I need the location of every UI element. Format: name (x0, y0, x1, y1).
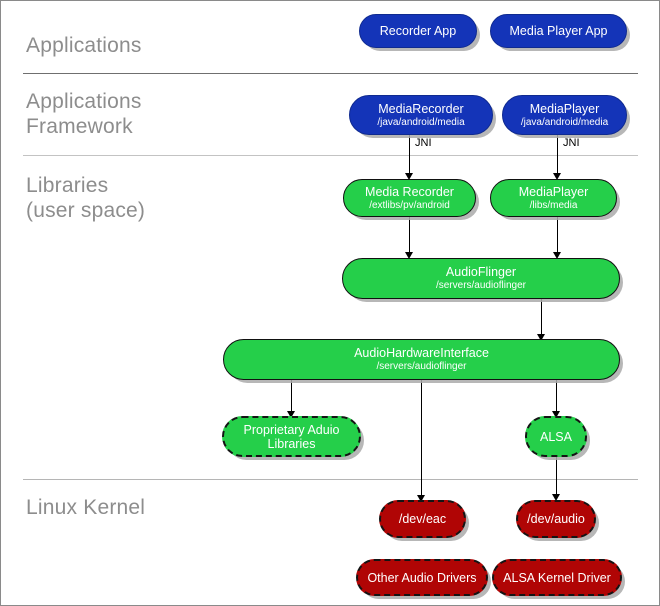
connector-mediaplayer-to-lib (557, 135, 558, 178)
node-title: Proprietary Aduio Libraries (243, 422, 340, 451)
node-title: AudioHardwareInterface (354, 346, 489, 360)
node-title: MediaPlayer (529, 101, 600, 116)
node-title: MediaRecorder (378, 101, 464, 116)
connector-mediaplayerlib-to-audioflinger (557, 217, 558, 257)
node-media-player-app[interactable]: Media Player App (490, 14, 627, 48)
node-audiohardwareinterface[interactable]: AudioHardwareInterface /servers/audiofli… (223, 339, 620, 380)
node-subtitle: /java/android/media (377, 116, 465, 128)
node-alsa[interactable]: ALSA (525, 416, 587, 457)
arrowhead-ahi-to-dev-eac (417, 495, 425, 502)
connector-ahi-to-proprietary (291, 380, 292, 416)
node-mediarecorder-framework[interactable]: MediaRecorder /java/android/media (349, 95, 493, 135)
connector-alsa-to-dev-audio (556, 457, 557, 499)
connector-mediarecorderlib-to-audioflinger (409, 217, 410, 257)
node-title: /dev/audio (527, 512, 585, 526)
divider-applications (23, 73, 638, 74)
node-subtitle: /libs/media (529, 199, 578, 211)
node-subtitle: /servers/audioflinger (435, 280, 527, 291)
node-mediaplayer-framework[interactable]: MediaPlayer /java/android/media (502, 95, 627, 135)
node-title: MediaPlayer (518, 184, 589, 199)
node-other-audio-drivers[interactable]: Other Audio Drivers (356, 559, 488, 596)
node-dev-eac[interactable]: /dev/eac (379, 500, 466, 538)
node-media-recorder-lib[interactable]: Media Recorder /extlibs/pv/android (343, 179, 476, 217)
connector-label-jni-left: JNI (415, 137, 432, 149)
section-label-applications: Applications (26, 34, 142, 57)
divider-kernel (23, 479, 638, 480)
node-title: AudioFlinger (445, 265, 517, 279)
node-dev-audio[interactable]: /dev/audio (516, 500, 596, 538)
node-recorder-app[interactable]: Recorder App (359, 14, 477, 48)
node-audioflinger[interactable]: AudioFlinger /servers/audioflinger (342, 258, 620, 299)
node-subtitle: /servers/audioflinger (376, 361, 467, 372)
node-proprietary-audio-libraries[interactable]: Proprietary Aduio Libraries (222, 416, 361, 457)
arrowhead-mediarecorderlib-to-audioflinger (405, 252, 413, 259)
connector-label-jni-right: JNI (563, 137, 580, 149)
node-title: Recorder App (379, 24, 457, 38)
connector-audioflinger-to-ahi (541, 299, 542, 339)
node-mediaplayer-lib[interactable]: MediaPlayer /libs/media (490, 179, 617, 217)
node-title: Media Recorder (365, 184, 454, 199)
node-title: Media Player App (509, 24, 608, 38)
node-subtitle: /extlibs/pv/android (369, 199, 450, 211)
node-subtitle: /java/android/media (520, 116, 609, 128)
node-title: ALSA (540, 429, 572, 444)
arrowhead-mediaplayerlib-to-audioflinger (553, 252, 561, 259)
arrowhead-ahi-to-alsa (552, 411, 560, 418)
connector-ahi-to-alsa (556, 380, 557, 416)
arrowhead-mediaplayer-to-lib (553, 173, 561, 180)
section-label-libraries: Libraries (user space) (26, 174, 146, 222)
arrowhead-alsa-to-dev-audio (552, 494, 560, 501)
section-label-applications-framework: Applications Framework (26, 90, 142, 138)
connector-mediarecorder-to-lib (409, 135, 410, 178)
arrowhead-ahi-to-proprietary (287, 411, 295, 418)
node-alsa-kernel-driver[interactable]: ALSA Kernel Driver (492, 559, 622, 596)
connector-ahi-to-dev-eac (421, 380, 422, 500)
node-title: Other Audio Drivers (367, 570, 477, 585)
section-label-linux-kernel: Linux Kernel (26, 496, 146, 519)
node-title: ALSA Kernel Driver (503, 570, 611, 585)
divider-framework (23, 155, 638, 156)
node-title: /dev/eac (398, 512, 447, 526)
arrowhead-audioflinger-to-ahi (537, 334, 545, 341)
arrowhead-mediarecorder-to-lib (405, 173, 413, 180)
